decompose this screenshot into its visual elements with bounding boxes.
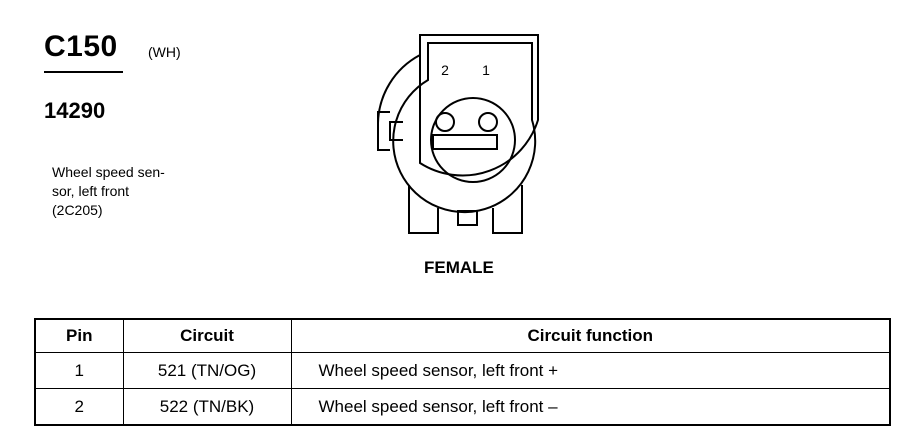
latch-tab <box>377 111 390 151</box>
lower-leg-left <box>408 185 439 234</box>
terminal-cavity <box>430 97 516 183</box>
table-header-row: Pin Circuit Circuit function <box>34 318 891 353</box>
column-header-function: Circuit function <box>290 318 891 353</box>
connector-gender-label: FEMALE <box>424 258 494 277</box>
lower-leg-right <box>492 185 523 234</box>
part-number: 14290 <box>44 98 106 123</box>
pin-1-terminal <box>478 112 498 132</box>
circuit-cell: 522 (TN/BK) <box>122 388 292 426</box>
pin-2-terminal <box>435 112 455 132</box>
connector-id: C150 <box>44 30 118 63</box>
description-line: (2C205) <box>52 202 103 218</box>
center-key <box>457 210 478 226</box>
circuit-cell: 521 (TN/OG) <box>122 352 292 389</box>
pin-table: Pin Circuit Circuit function 1 521 (TN/O… <box>34 318 891 426</box>
column-header-circuit: Circuit <box>122 318 292 353</box>
terminal-bar <box>432 134 498 150</box>
pin-number-label: 1 <box>482 62 490 78</box>
connector-color-code: (WH) <box>148 44 181 60</box>
description-line: sor, left front <box>52 183 130 199</box>
connector-id-underline <box>44 71 123 73</box>
latch-tab <box>389 121 403 141</box>
table-row: 2 522 (TN/BK) Wheel speed sensor, left f… <box>34 388 891 426</box>
pin-cell: 1 <box>34 352 124 389</box>
connector-face-diagram: 2 1 <box>377 34 539 234</box>
table-row: 1 521 (TN/OG) Wheel speed sensor, left f… <box>34 352 891 389</box>
connector-description: Wheel speed sen- sor, left front (2C205) <box>52 163 202 220</box>
description-line: Wheel speed sen- <box>52 164 165 180</box>
function-cell: Wheel speed sensor, left front – <box>290 388 891 426</box>
pin-number-label: 2 <box>441 62 449 78</box>
connector-inner-outline <box>392 42 537 214</box>
column-header-pin: Pin <box>34 318 124 353</box>
connector-housing-outline <box>419 34 539 177</box>
pin-cell: 2 <box>34 388 124 426</box>
function-cell: Wheel speed sensor, left front + <box>290 352 891 389</box>
